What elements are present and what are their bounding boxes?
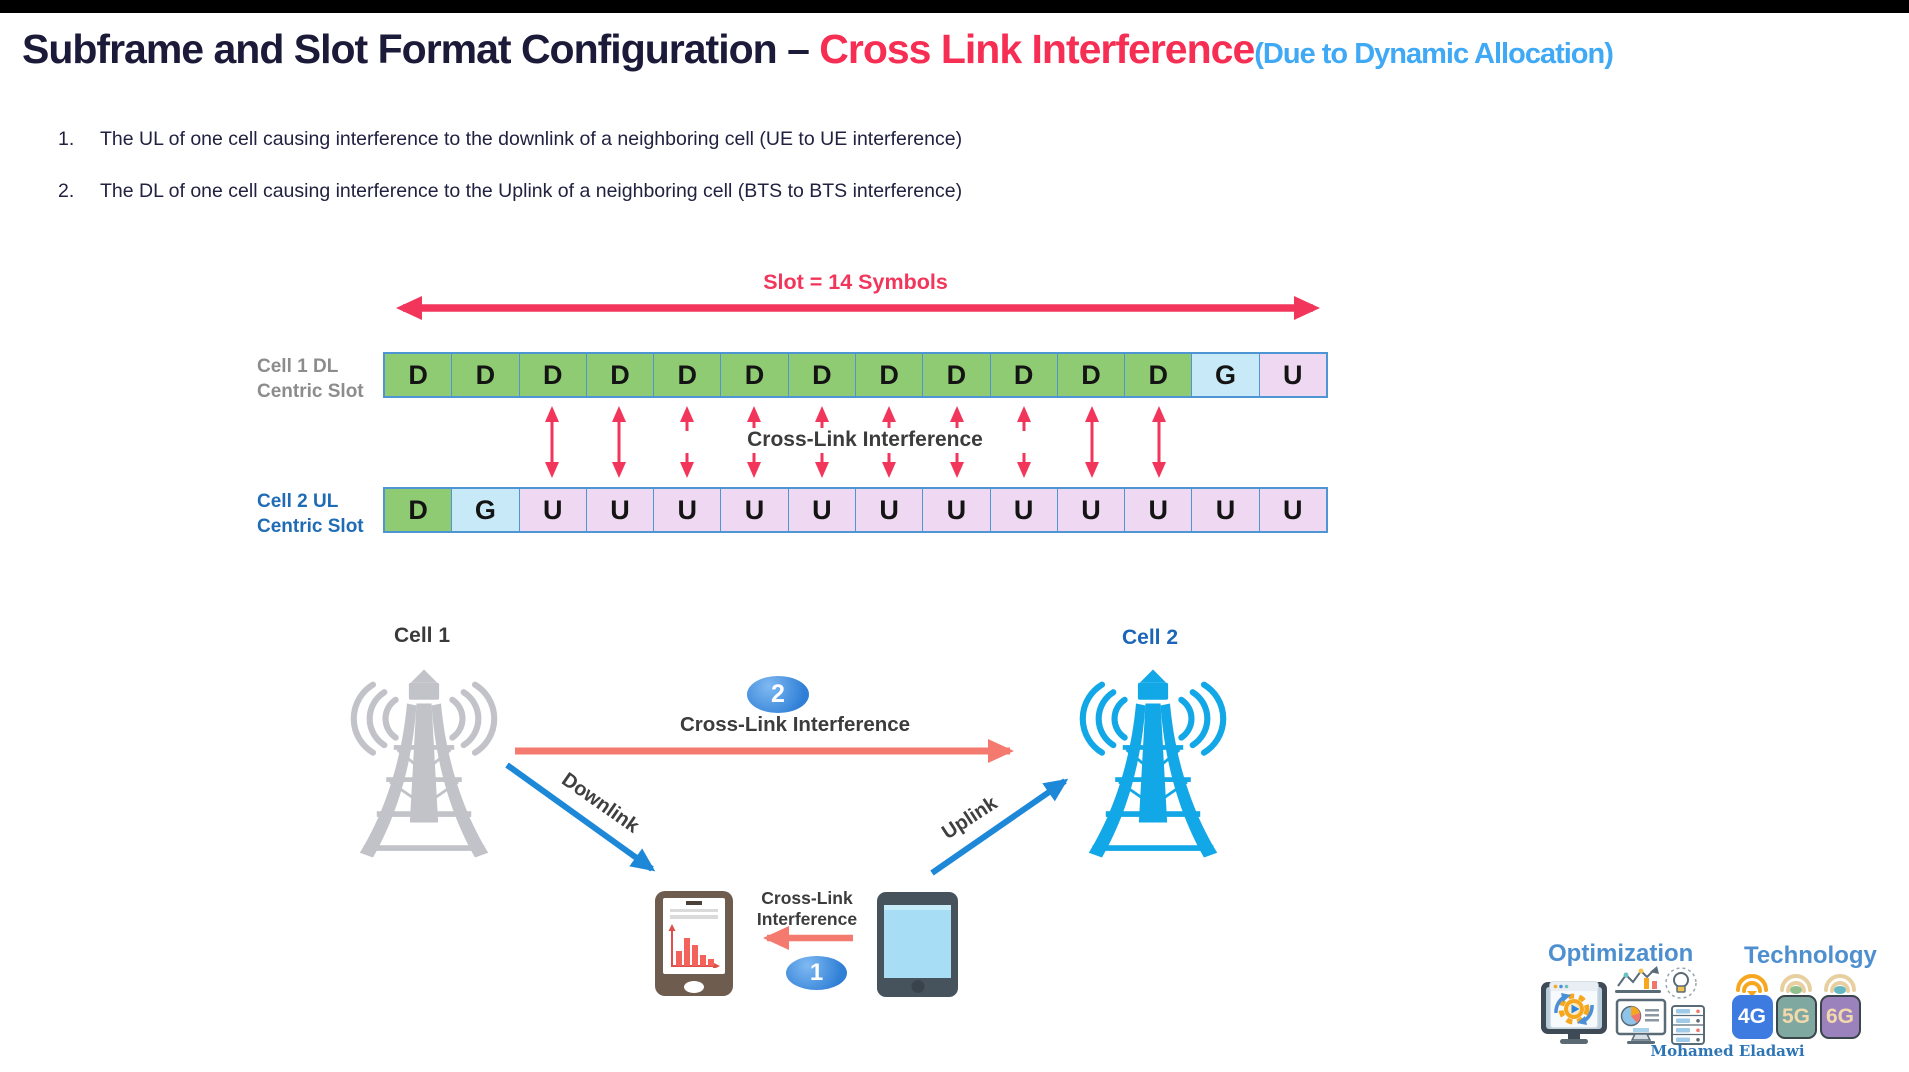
phone-home-button bbox=[911, 980, 924, 993]
ue-phone-icon bbox=[877, 892, 958, 997]
slot-row-cell2-ul: D G U U U U U U U U U U U U bbox=[383, 487, 1328, 533]
slot-span-arrow-icon bbox=[396, 296, 1320, 320]
title-note: (Due to Dynamic Allocation) bbox=[1254, 38, 1614, 70]
tablet-screen bbox=[663, 898, 725, 974]
slot-cell: D bbox=[451, 354, 519, 396]
slot-cell: D bbox=[385, 354, 452, 396]
slot-row-cell1-dl: D D D D D D D D D D D D G U bbox=[383, 352, 1328, 398]
optimization-label: Optimization bbox=[1548, 940, 1694, 967]
slot-cell: U bbox=[720, 489, 788, 531]
slot-cell: U bbox=[1258, 489, 1326, 531]
ue-tablet-icon bbox=[655, 891, 733, 996]
slot-cell: U bbox=[787, 489, 855, 531]
badge-4g: 4G bbox=[1730, 970, 1774, 1039]
slot-length-label: Slot = 14 Symbols bbox=[763, 270, 948, 294]
row2-label: Cell 2 UL Centric Slot bbox=[257, 489, 387, 539]
list-text: The DL of one cell causing interference … bbox=[100, 180, 963, 202]
tablet-home-button bbox=[684, 981, 704, 993]
slot-cell: D bbox=[518, 354, 586, 396]
slot-cell: D bbox=[787, 354, 855, 396]
technology-label: Technology bbox=[1744, 942, 1877, 969]
slot-cell: U bbox=[989, 489, 1057, 531]
slot-cell: D bbox=[585, 354, 654, 396]
author-name: Mohamed Eladawi bbox=[1650, 1042, 1805, 1060]
interference-arrows-icon bbox=[545, 406, 1166, 478]
slot-cell: U bbox=[653, 489, 721, 531]
badge-5g-label: 5G bbox=[1775, 995, 1817, 1039]
server-rack-icon bbox=[1671, 1005, 1705, 1045]
list-item: 1. The UL of one cell causing interferen… bbox=[58, 128, 962, 151]
slot-cell: U bbox=[1124, 489, 1192, 531]
slot-cell: D bbox=[385, 489, 452, 531]
cross-link-interference-top-label: Cross-Link Interference bbox=[679, 713, 911, 736]
cross-link-interference-label: Cross-Link Interference bbox=[745, 428, 985, 452]
list-text: The UL of one cell causing interference … bbox=[100, 128, 963, 150]
slot-cell: U bbox=[1191, 489, 1259, 531]
slot-cell: G bbox=[1191, 354, 1259, 396]
list-number: 2. bbox=[58, 180, 75, 202]
bar-chart-icon bbox=[668, 923, 720, 968]
badge-4g-label: 4G bbox=[1731, 995, 1773, 1039]
slot-cell: D bbox=[1124, 354, 1192, 396]
slot-cell: D bbox=[1056, 354, 1125, 396]
network-arrows-icon bbox=[505, 739, 1069, 950]
slot-cell: D bbox=[922, 354, 990, 396]
cell2-label: Cell 2 bbox=[1121, 626, 1179, 649]
row2-label-line2: Centric Slot bbox=[257, 516, 364, 537]
wifi-icon bbox=[1780, 974, 1812, 994]
badge-6g: 6G bbox=[1818, 970, 1862, 1039]
slot-cell: D bbox=[653, 354, 721, 396]
slot-cell: U bbox=[922, 489, 990, 531]
list-item: 2. The DL of one cell causing interferen… bbox=[58, 180, 962, 203]
slot-cell: U bbox=[1258, 354, 1326, 396]
top-border-bar bbox=[0, 0, 1909, 13]
slot-cell: D bbox=[854, 354, 923, 396]
monitor-gear-icon bbox=[1541, 981, 1607, 1044]
slot-cell: U bbox=[518, 489, 586, 531]
page-title: Subframe and Slot Format Configuration –… bbox=[22, 26, 1614, 73]
slot-cell: D bbox=[720, 354, 788, 396]
slot-cell: U bbox=[1056, 489, 1125, 531]
slot-cell: D bbox=[989, 354, 1057, 396]
monitor-pie-icon bbox=[1615, 998, 1667, 1044]
phone-screen bbox=[884, 905, 951, 978]
cell1-label: Cell 1 bbox=[393, 624, 451, 647]
trend-chart-icon bbox=[1615, 966, 1661, 993]
wifi-icon bbox=[1824, 974, 1856, 994]
badge-5g: 5G bbox=[1774, 970, 1818, 1039]
slot-cell: U bbox=[854, 489, 923, 531]
row2-label-line1: Cell 2 UL bbox=[257, 491, 339, 512]
lightbulb-icon bbox=[1665, 967, 1697, 999]
step2-badge: 2 bbox=[747, 676, 809, 713]
badge-6g-label: 6G bbox=[1819, 995, 1861, 1039]
wifi-icon bbox=[1736, 974, 1768, 995]
row1-label-line2: Centric Slot bbox=[257, 381, 364, 402]
row1-label: Cell 1 DL Centric Slot bbox=[257, 354, 387, 404]
bullet-list: 1. The UL of one cell causing interferen… bbox=[58, 128, 962, 232]
title-highlight: Cross Link Interference bbox=[819, 26, 1255, 72]
step1-badge: 1 bbox=[786, 956, 847, 990]
slot-cell: U bbox=[585, 489, 654, 531]
optimization-icons bbox=[1541, 966, 1705, 1045]
title-main: Subframe and Slot Format Configuration – bbox=[22, 26, 820, 72]
list-number: 1. bbox=[58, 128, 75, 150]
cross-link-interference-bottom-label: Cross-Link Interference bbox=[756, 888, 858, 929]
slot-cell: G bbox=[451, 489, 519, 531]
row1-label-line1: Cell 1 DL bbox=[257, 356, 339, 377]
